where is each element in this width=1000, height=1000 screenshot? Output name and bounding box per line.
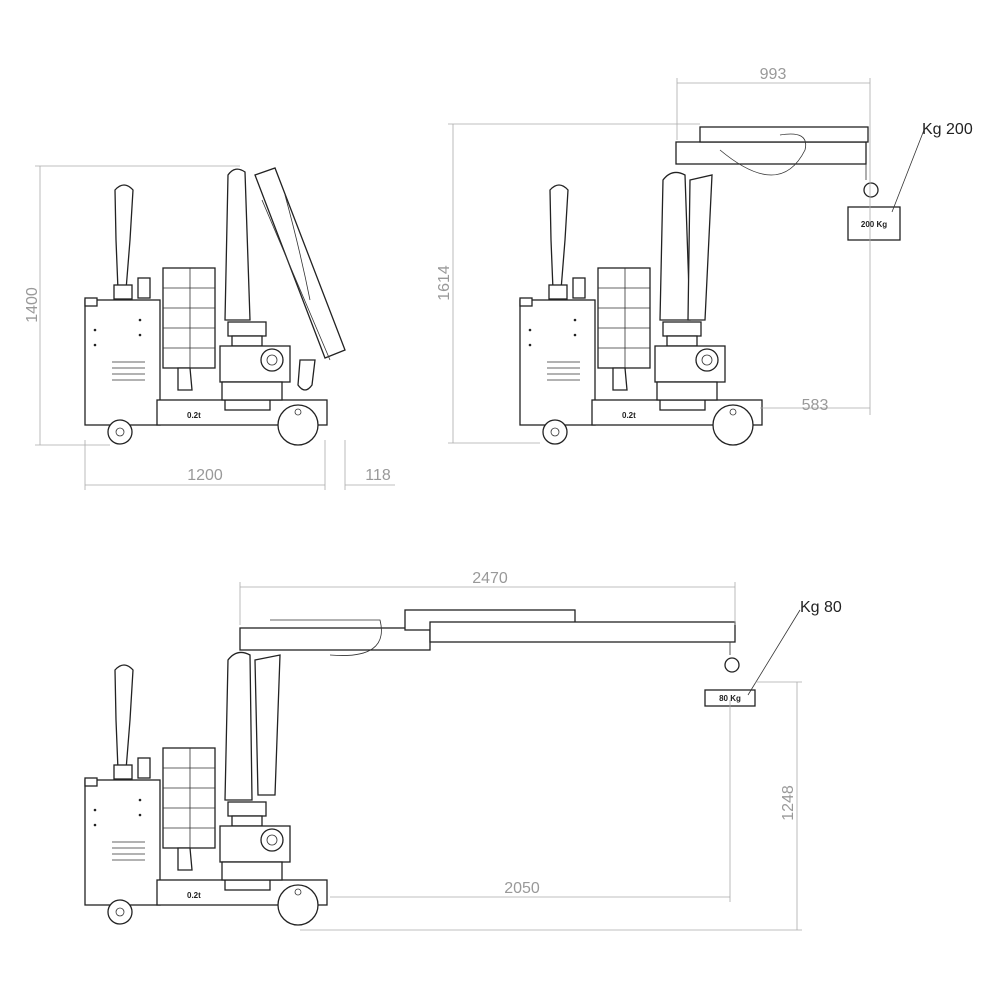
dim-base-length: 1200 [187, 467, 223, 484]
dim-height: 1614 [436, 265, 453, 301]
dim-front-reach: 2050 [504, 880, 540, 897]
dim-overhang: 118 [365, 467, 391, 484]
view-folded: 0.2t 1400 1200 118 [24, 165, 395, 490]
logo-label: 0.2t [187, 891, 201, 900]
dim-hook-height: 1248 [780, 785, 797, 821]
load-label: Kg 200 [922, 121, 973, 138]
dim-height: 1400 [24, 287, 41, 323]
logo-label: 0.2t [622, 411, 636, 420]
view-extended-200kg: 0.2t 200 Kg Kg 200 993 1614 583 [436, 66, 973, 446]
load-box-label: 200 Kg [861, 220, 887, 229]
load-label: Kg 80 [800, 599, 842, 616]
view-extended-80kg: 0.2t 80 Kg Kg 80 2470 2050 1248 [84, 570, 842, 931]
logo-label: 0.2t [187, 411, 201, 420]
dim-front-reach: 583 [802, 397, 829, 414]
dim-reach: 2470 [472, 570, 508, 587]
load-box-label: 80 Kg [719, 694, 741, 703]
dim-reach: 993 [760, 66, 787, 83]
